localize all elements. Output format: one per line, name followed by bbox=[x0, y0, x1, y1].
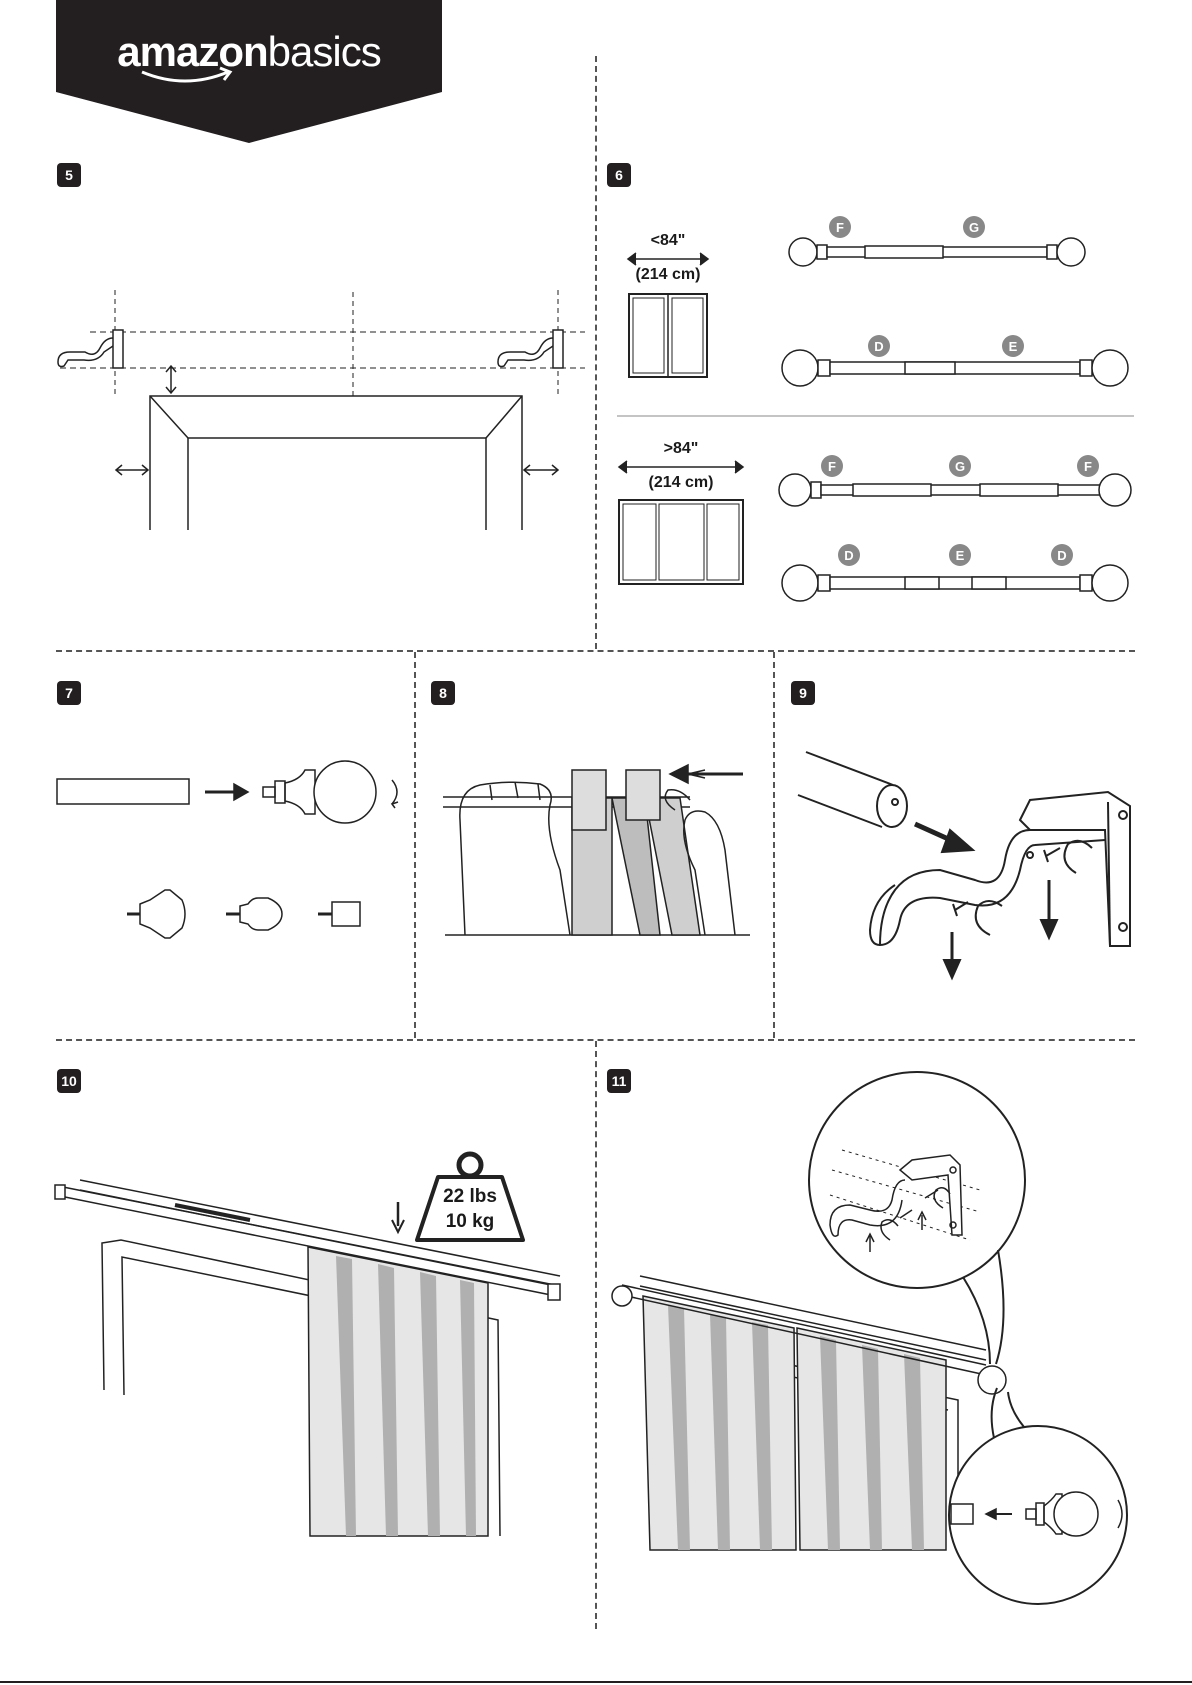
step11-diagram bbox=[0, 0, 1192, 1685]
